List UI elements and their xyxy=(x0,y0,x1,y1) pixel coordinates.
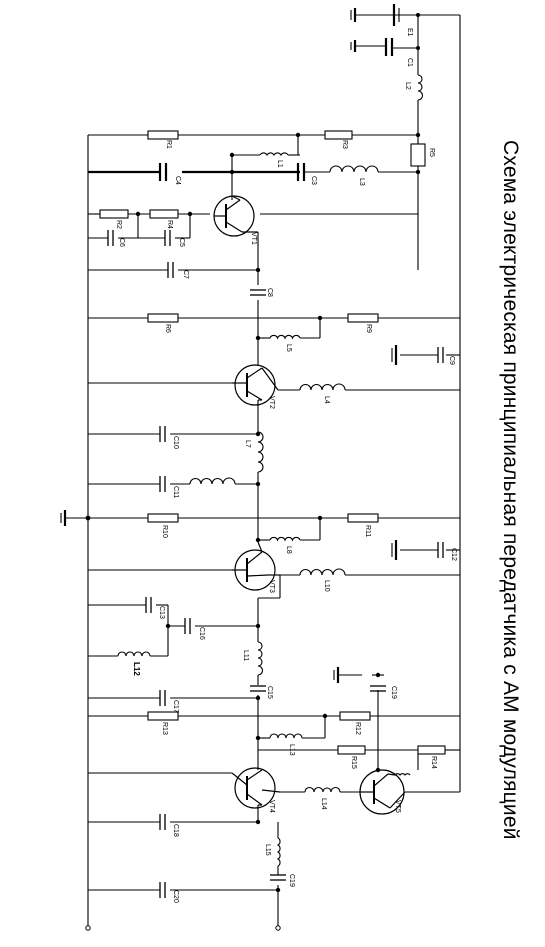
label-e1: E1 xyxy=(406,28,413,37)
label-vt2: VT2 xyxy=(268,396,275,409)
label-r2: R2 xyxy=(115,220,122,229)
label-r4: R4 xyxy=(166,220,173,229)
label-l14: L14 xyxy=(320,798,327,810)
label-c10: C10 xyxy=(172,436,179,449)
label-l7: L7 xyxy=(244,440,251,448)
label-c5: C5 xyxy=(178,238,185,247)
schematic-caption: Схема электрическая принципиальная перед… xyxy=(499,140,522,840)
label-r9: R9 xyxy=(365,324,372,333)
label-l8: L8 xyxy=(285,546,292,554)
label-c20: C20 xyxy=(172,890,179,903)
label-l1: L1 xyxy=(276,160,283,168)
battery-e1 xyxy=(355,4,418,26)
junction-dots xyxy=(85,132,421,893)
label-l15: L15 xyxy=(264,844,271,856)
transistors xyxy=(213,195,406,815)
label-r12: R12 xyxy=(354,722,361,735)
label-r3: R3 xyxy=(341,140,348,149)
label-l11: L11 xyxy=(242,650,249,661)
label-c9: C9 xyxy=(448,356,455,365)
label-c8: C8 xyxy=(266,288,273,297)
label-l10: L10 xyxy=(323,580,330,592)
label-c12: C12 xyxy=(450,548,457,561)
label-r6: R6 xyxy=(164,324,171,333)
label-c19: C19 xyxy=(390,686,397,699)
label-r5: R5 xyxy=(428,148,435,157)
label-l3: L3 xyxy=(358,178,365,186)
label-c3: C3 xyxy=(310,176,317,185)
label-r14: R14 xyxy=(430,756,437,769)
label-c16: C16 xyxy=(198,627,205,640)
label-l2: L2 xyxy=(404,82,411,90)
label-c13: C13 xyxy=(158,606,165,619)
label-r13: R13 xyxy=(161,722,168,735)
ground-symbols xyxy=(60,8,398,683)
label-c11: C11 xyxy=(172,486,179,498)
label-c15: C15 xyxy=(266,686,273,699)
capacitor-c1 xyxy=(384,38,418,56)
label-c18: C18 xyxy=(172,824,179,837)
capacitors xyxy=(107,163,444,898)
label-l4: L4 xyxy=(323,396,330,404)
label-c1: C1 xyxy=(406,58,413,67)
label-l12: L12 xyxy=(132,662,141,676)
label-c7: C7 xyxy=(182,270,189,279)
label-r1: R1 xyxy=(165,140,172,149)
label-r11: R11 xyxy=(364,525,371,537)
label-c17: C17 xyxy=(172,700,179,713)
component-labels: E1 C1 L2 R5 R1 R3 L1 C4 C3 L3 R2 R4 C6 C… xyxy=(115,28,457,903)
label-vt5: VT5 xyxy=(394,800,401,813)
label-r10: R10 xyxy=(161,525,168,538)
label-c19b: C19 xyxy=(288,874,295,887)
inductors xyxy=(117,74,424,867)
label-vt4: VT4 xyxy=(268,800,275,813)
label-l5: L5 xyxy=(285,344,292,352)
label-r15: R15 xyxy=(350,756,357,769)
wire-net xyxy=(65,13,461,931)
label-vt1: VT1 xyxy=(250,232,257,245)
label-l13: L13 xyxy=(288,744,295,756)
resistors xyxy=(99,130,446,755)
label-vt3: VT3 xyxy=(268,580,275,593)
label-c6: C6 xyxy=(118,238,125,247)
label-c4: C4 xyxy=(174,176,181,185)
